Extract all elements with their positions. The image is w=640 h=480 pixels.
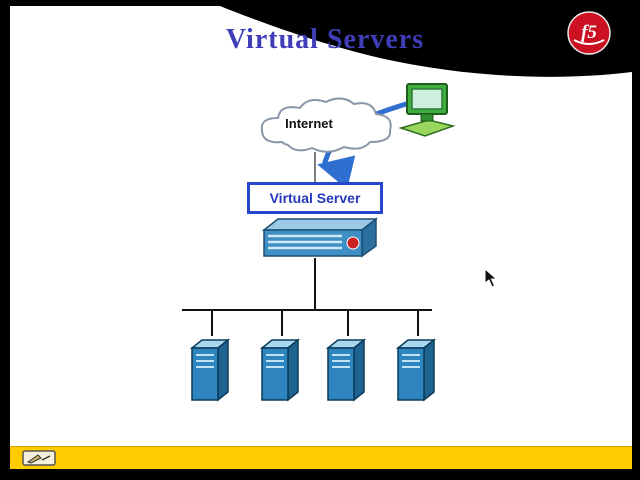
mouse-cursor bbox=[484, 268, 498, 288]
server-tower-icon bbox=[189, 338, 231, 402]
slide-title: Virtual Servers bbox=[225, 24, 425, 55]
f5-logo: f5 bbox=[567, 11, 611, 55]
server-tower-icon bbox=[325, 338, 367, 402]
footer-bar bbox=[10, 446, 632, 469]
client-computer-icon bbox=[398, 83, 456, 137]
virtual-server-box: Virtual Server bbox=[247, 182, 383, 214]
annotation-tool-icon[interactable] bbox=[22, 450, 56, 466]
slide-swoosh-decoration bbox=[220, 6, 632, 77]
slide: Virtual Servers f5 Internet bbox=[10, 6, 632, 446]
bigip-appliance-icon bbox=[261, 217, 378, 258]
internet-cloud-icon: Internet bbox=[250, 92, 402, 160]
f5-logo-text: f5 bbox=[581, 22, 597, 43]
server-tower-icon bbox=[395, 338, 437, 402]
cloud-label: Internet bbox=[285, 116, 333, 131]
server-tower-icon bbox=[259, 338, 301, 402]
